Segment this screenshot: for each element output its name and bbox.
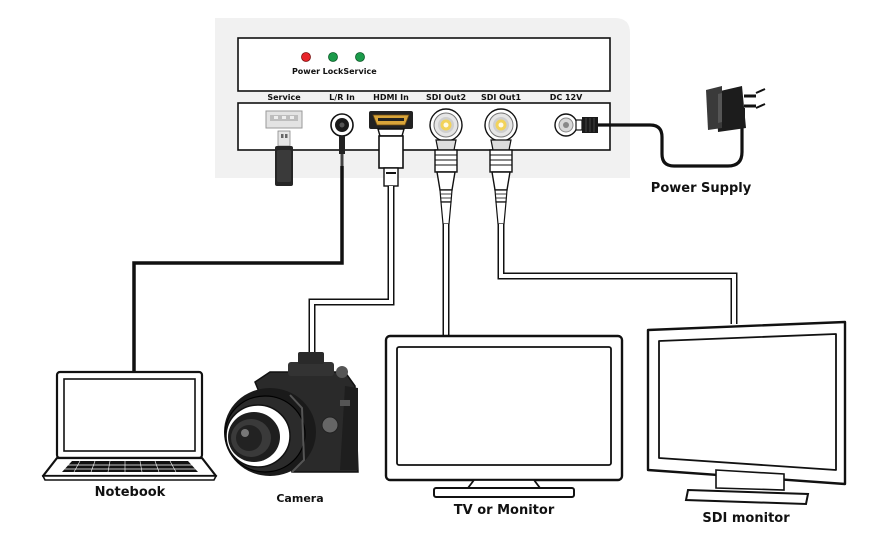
lr-in-jack-icon <box>330 113 354 166</box>
sdi-out1-bnc-icon <box>484 108 518 225</box>
sdi-out2-bnc-icon <box>429 108 463 225</box>
camera-icon <box>224 352 359 476</box>
dc-plug-icon <box>575 117 598 133</box>
tv-monitor-label: TV or Monitor <box>454 503 555 518</box>
hdmi-cable <box>308 186 395 368</box>
hdmi-plug-icon <box>377 128 405 187</box>
front-panel <box>237 37 611 92</box>
indicator-label: Service <box>343 67 377 76</box>
port-label-service: Service <box>267 93 301 102</box>
service-led-icon <box>355 52 365 62</box>
notebook-label: Notebook <box>95 485 166 500</box>
indicator-label: Lock <box>323 67 344 76</box>
indicator-label: Power <box>292 67 320 76</box>
power-cable <box>598 120 744 168</box>
sdi-monitor-label: SDI monitor <box>702 511 790 526</box>
lock-led-icon <box>328 52 338 62</box>
port-label-sdi-out1: SDI Out1 <box>481 93 521 102</box>
camera-label: Camera <box>276 492 323 505</box>
port-label-hdmi-in: HDMI In <box>373 93 409 102</box>
power-led-icon <box>301 52 311 62</box>
sdi-monitor-icon <box>646 320 847 506</box>
hdmi-port-icon <box>369 111 413 129</box>
port-label-lr-in: L/R In <box>329 93 355 102</box>
indicator-power: Power <box>292 52 320 76</box>
indicator-service: Service <box>343 52 377 76</box>
port-label-dc-12v: DC 12V <box>550 93 583 102</box>
port-label-sdi-out2: SDI Out2 <box>426 93 466 102</box>
notebook-icon <box>41 370 218 481</box>
usb-stick-icon <box>275 130 293 186</box>
audio-cable <box>132 166 344 372</box>
usb-port-icon <box>265 110 303 129</box>
tv-monitor-icon <box>384 334 624 498</box>
power-supply-label: Power Supply <box>651 181 752 196</box>
indicator-lock: Lock <box>323 52 344 76</box>
power-adapter-icon <box>706 86 766 132</box>
dc-jack-icon <box>554 113 578 137</box>
